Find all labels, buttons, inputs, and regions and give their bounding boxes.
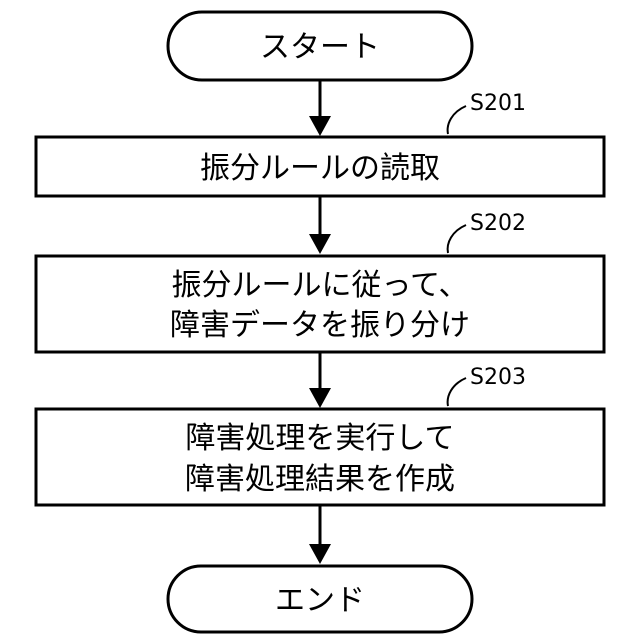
end-terminal: エンド xyxy=(168,566,472,632)
step-id-s202: S202 xyxy=(470,211,526,236)
arrowhead-3 xyxy=(309,388,331,408)
step-label-s201: S201 xyxy=(448,91,526,134)
step-text-s201-line1: 振分ルールの読取 xyxy=(200,151,440,186)
step-box-s201: 振分ルールの読取 xyxy=(36,137,604,196)
end-label: エンド xyxy=(275,583,365,618)
step-id-s203: S203 xyxy=(470,365,526,390)
step-label-s202: S202 xyxy=(448,211,526,253)
arrowhead-4 xyxy=(309,544,331,564)
step-label-s203: S203 xyxy=(448,365,526,406)
step-id-s201: S201 xyxy=(470,91,526,116)
step-text-s202-line2: 障害データを振り分け xyxy=(170,308,470,343)
step-text-s203-line1: 障害処理を実行して xyxy=(185,421,454,456)
arrowhead-1 xyxy=(309,116,331,136)
start-label: スタート xyxy=(260,30,380,65)
step-box-s202: 振分ルールに従って、 障害データを振り分け xyxy=(36,256,604,352)
step-text-s202-line1: 振分ルールに従って、 xyxy=(172,268,469,303)
arrowhead-2 xyxy=(309,234,331,254)
step-box-s203: 障害処理を実行して 障害処理結果を作成 xyxy=(36,409,604,505)
start-terminal: スタート xyxy=(168,12,472,80)
step-text-s203-line2: 障害処理結果を作成 xyxy=(185,462,455,497)
